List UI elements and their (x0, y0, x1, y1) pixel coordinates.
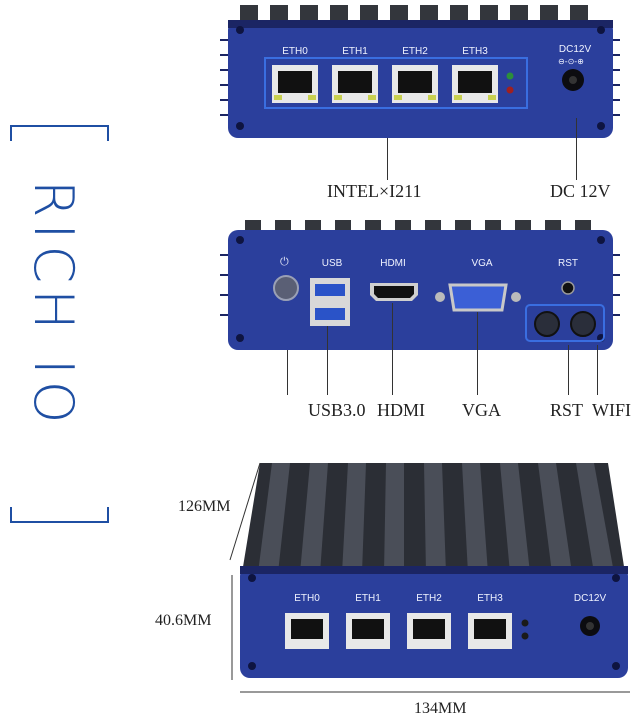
iso-view-photo (240, 463, 628, 678)
power-callout-line (576, 118, 577, 180)
height-dimension: 40.6MM (155, 612, 212, 629)
power-icon: ⏻ (280, 255, 289, 268)
front-panel-photo (220, 5, 620, 138)
lan-callout: INTEL×I211 (327, 181, 422, 201)
vga-callout-line (477, 312, 478, 395)
eth2-label: ETH2 (402, 46, 428, 57)
wifi-callout-line (597, 345, 598, 395)
iso-eth3-label: ETH3 (477, 593, 503, 604)
eth3-label: ETH3 (462, 46, 488, 57)
vga-callout: VGA (462, 400, 501, 420)
rst-callout: RST (550, 400, 584, 420)
depth-dimension: 126MM (178, 498, 231, 515)
brand-bracket-top (10, 125, 109, 141)
iso-eth2-label: ETH2 (416, 593, 442, 604)
eth0-label: ETH0 (282, 46, 308, 57)
iso-eth0-label: ETH0 (294, 593, 320, 604)
width-dimension: 134MM (414, 700, 467, 717)
hdmi-callout-line (392, 303, 393, 395)
brand-bracket-bottom (10, 507, 109, 523)
iso-dc12v-label: DC12V (573, 593, 607, 604)
dc12v-label: DC12V (558, 44, 592, 55)
wifi-callout: WIFI (592, 400, 631, 420)
eth1-label: ETH1 (342, 46, 368, 57)
iso-eth1-label: ETH1 (355, 593, 381, 604)
power-button-line (287, 350, 288, 395)
vga-label: VGA (471, 258, 493, 269)
polarity-icon: ⊖-⊙-⊕ (558, 57, 584, 66)
usb-label: USB (321, 258, 343, 269)
lan-callout-line (387, 138, 388, 180)
hdmi-callout: HDMI (377, 400, 425, 420)
brand-logo: RICH IO (0, 125, 115, 525)
usb-callout-line (327, 326, 328, 395)
hdmi-label: HDMI (380, 258, 406, 269)
rear-panel-photo (220, 220, 620, 350)
rst-label: RST (558, 258, 578, 269)
power-callout: DC 12V (550, 181, 611, 201)
rst-callout-line (568, 345, 569, 395)
usb-callout: USB3.0 (308, 400, 366, 420)
